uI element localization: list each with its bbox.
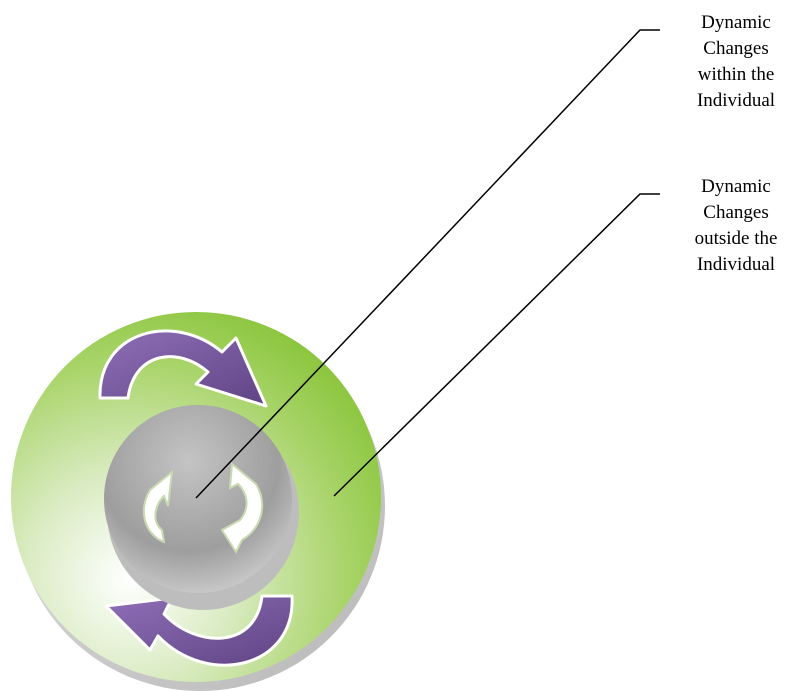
callout-line: outside the <box>694 228 778 249</box>
bottom-curved-arrow-icon <box>104 594 294 667</box>
top-curved-arrow-icon <box>98 329 268 408</box>
callout-line: Dynamic <box>701 176 771 197</box>
callout-line: Changes <box>703 38 769 59</box>
callout-line: Dynamic <box>701 12 771 33</box>
leader-line-outer <box>333 193 660 497</box>
callout-line: Individual <box>696 90 776 111</box>
callout-line: Changes <box>703 202 769 223</box>
callout-label-inner: Dynamic Changes within the Individual <box>676 10 796 114</box>
callout-label-outer: Dynamic Changes outside the Individual <box>676 174 796 278</box>
callout-line: within the <box>697 64 775 85</box>
leader-line-inner <box>195 29 660 499</box>
leader-lines <box>195 29 660 499</box>
callout-line: Individual <box>696 254 776 275</box>
cycle-arrows-icon <box>142 462 264 555</box>
inner-disc <box>104 405 299 610</box>
